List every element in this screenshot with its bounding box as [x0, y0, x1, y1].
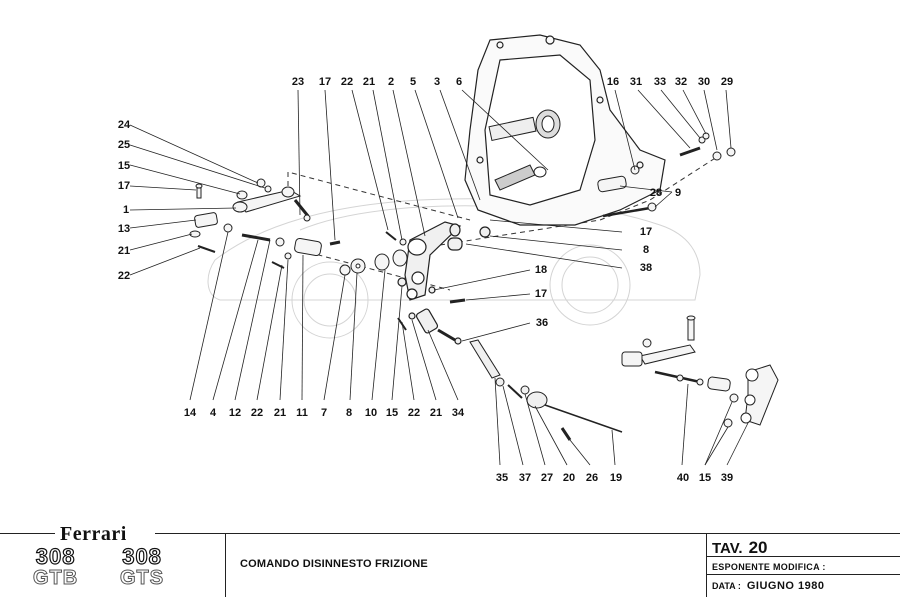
callout-label: 9	[674, 187, 682, 199]
callout-label: 17	[318, 76, 332, 88]
date-value: GIUGNO 1980	[746, 580, 825, 592]
callout-label: 22	[340, 76, 354, 88]
callout-label: 19	[609, 472, 623, 484]
callout-label: 21	[117, 245, 131, 257]
callout-label: 31	[629, 76, 643, 88]
callout-label: 14	[183, 407, 197, 419]
title-divider-left	[225, 533, 226, 597]
table-number-value: 20	[748, 538, 768, 557]
callout-label: 3	[433, 76, 441, 88]
callout-label: 24	[117, 119, 131, 131]
model-number: 308	[122, 544, 162, 569]
ferrari-logo: Ferrari	[60, 523, 127, 545]
callout-label: 22	[250, 407, 264, 419]
callout-label: 23	[291, 76, 305, 88]
title-rule-left	[0, 533, 55, 534]
callout-label: 33	[653, 76, 667, 88]
exploded-parts-diagram	[129, 34, 779, 466]
callout-label: 35	[495, 472, 509, 484]
callout-label: 22	[117, 270, 131, 282]
callout-label: 2	[387, 76, 395, 88]
callout-label: 18	[534, 264, 548, 276]
callout-label: 30	[697, 76, 711, 88]
callout-label: 1	[122, 204, 130, 216]
clutch-cable-parts	[469, 339, 623, 441]
model-badge-gtb: 308 GTB	[32, 544, 79, 589]
housing-fasteners	[597, 132, 736, 218]
callout-label: 10	[364, 407, 378, 419]
callout-label: 32	[674, 76, 688, 88]
clutch-fork-lever	[397, 221, 491, 345]
callout-label: 37	[518, 472, 532, 484]
title-rule-esp	[706, 574, 900, 575]
callout-label: 20	[562, 472, 576, 484]
clutch-spring	[494, 164, 547, 191]
callout-label: 28	[649, 187, 663, 199]
callout-label: 22	[407, 407, 421, 419]
callout-label: 8	[642, 244, 650, 256]
callout-label: 21	[362, 76, 376, 88]
model-variant: GTS	[119, 567, 165, 589]
callout-label: 36	[535, 317, 549, 329]
callout-label: 5	[409, 76, 417, 88]
callout-label: 15	[698, 472, 712, 484]
callout-label: 17	[117, 180, 131, 192]
callout-label: 26	[585, 472, 599, 484]
model-badge-gts: 308 GTS	[119, 544, 165, 589]
date-label: DATA :	[712, 581, 741, 591]
callout-label: 21	[273, 407, 287, 419]
relay-lever-assembly	[189, 178, 311, 253]
callout-label: 34	[451, 407, 465, 419]
model-number: 308	[35, 544, 76, 569]
callout-label: 25	[117, 139, 131, 151]
drawing-description: COMANDO DISINNESTO FRIZIONE	[240, 558, 428, 570]
callout-label: 15	[385, 407, 399, 419]
callout-label: 39	[720, 472, 734, 484]
callout-label: 17	[534, 288, 548, 300]
leader-lines	[129, 89, 749, 466]
model-variant: GTB	[32, 567, 79, 589]
car-silhouette-background	[207, 198, 701, 339]
title-rule-right	[155, 533, 900, 534]
title-divider-right	[706, 533, 707, 597]
callout-label: 15	[117, 160, 131, 172]
callout-label: 29	[720, 76, 734, 88]
callout-label: 13	[117, 223, 131, 235]
callout-label: 16	[606, 76, 620, 88]
callout-label: 12	[228, 407, 242, 419]
callout-label: 38	[639, 262, 653, 274]
callout-label: 17	[639, 226, 653, 238]
callout-label: 4	[209, 407, 217, 419]
middle-linkage-parts	[241, 231, 408, 276]
callout-label: 7	[320, 407, 328, 419]
title-rule-tav	[706, 556, 900, 557]
callout-label: 11	[296, 407, 308, 419]
callout-label: 21	[429, 407, 443, 419]
callout-label: 6	[455, 76, 463, 88]
pedal-linkage-assembly	[621, 315, 779, 428]
callout-label: 40	[676, 472, 690, 484]
input-shaft	[488, 109, 561, 142]
callout-label: 8	[345, 407, 353, 419]
date-field: DATA : GIUGNO 1980	[712, 580, 824, 592]
table-label: TAV.	[712, 540, 743, 557]
modification-label: ESPONENTE MODIFICA :	[712, 562, 826, 572]
callout-label: 27	[540, 472, 554, 484]
table-number: TAV. 20	[712, 538, 768, 558]
